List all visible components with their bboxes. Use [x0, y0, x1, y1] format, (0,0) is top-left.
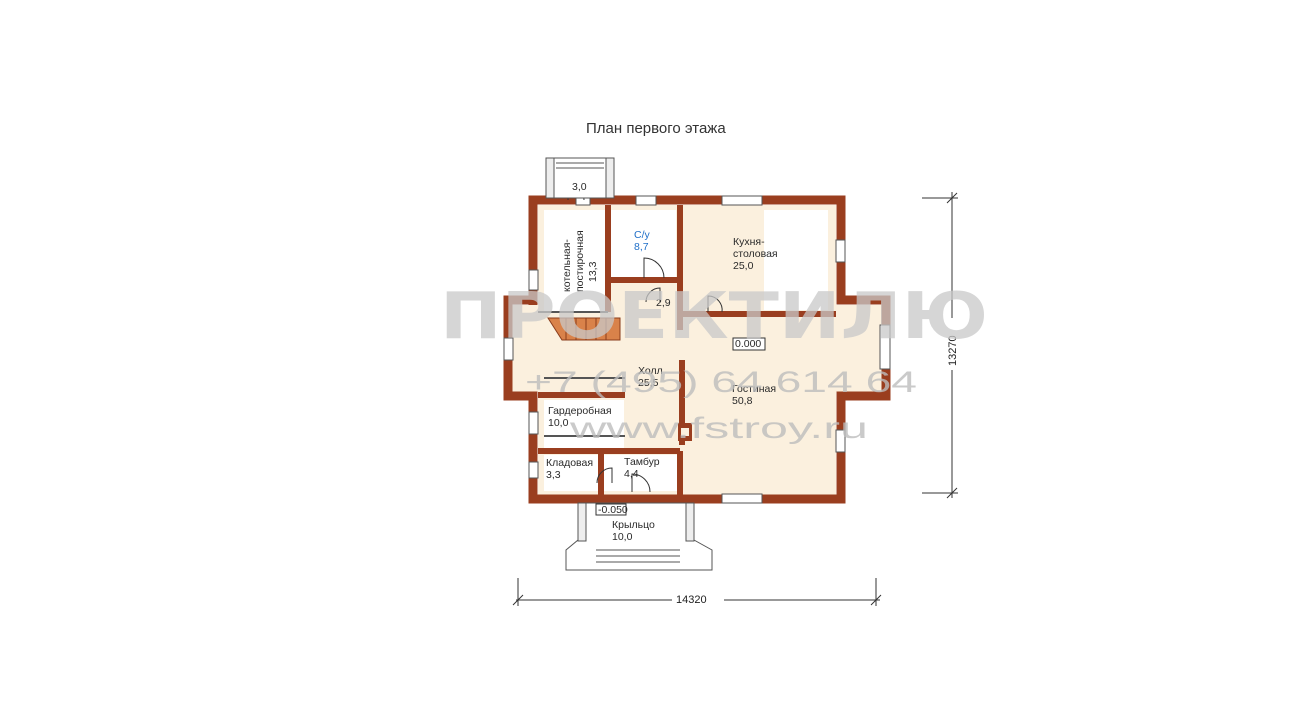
vestibule-area: 4,4	[624, 468, 639, 480]
plan-title: План первого этажа	[586, 120, 726, 137]
kitchen-label-1: Кухня-	[733, 236, 765, 248]
height-dimension: 13270	[947, 335, 959, 366]
room-labels: котельная- постирочная 13,3 С/у 8,7 Кухн…	[546, 181, 778, 543]
window-living-right	[835, 429, 846, 453]
window-wardrobe-left	[528, 411, 539, 435]
width-dimension: 14320	[676, 594, 707, 606]
hall-label: Холл	[638, 365, 663, 377]
vestibule-floor	[602, 455, 678, 491]
boiler-label-1: котельная-	[561, 239, 573, 292]
porch-label: Крыльцо	[612, 519, 655, 531]
window-living-bottom	[721, 493, 763, 504]
boiler-area: 13,3	[587, 261, 599, 282]
bath-floor	[610, 210, 676, 280]
storage-floor	[544, 455, 600, 491]
porch-area: 10,0	[612, 531, 633, 543]
level-box-porch	[595, 503, 627, 516]
window-bath	[635, 195, 657, 206]
kitchen-white	[764, 210, 828, 310]
wardrobe-label: Гардеробная	[548, 405, 612, 417]
floor-fills	[512, 205, 882, 495]
bath-area: 8,7	[634, 241, 649, 253]
living-area: 50,8	[732, 395, 753, 407]
window-kitchen-top	[721, 195, 763, 206]
boiler-label-2: постирочная	[574, 230, 586, 292]
living-label: Гостиная	[732, 383, 776, 395]
level-main-text: 0.000	[735, 338, 761, 350]
back-porch-area: 3,0	[572, 181, 587, 193]
hall-area: 25,5	[638, 377, 659, 389]
watermark-phone: +7 (495) 64 614 64	[525, 366, 917, 399]
window-bay-right	[879, 324, 891, 370]
storage-label: Кладовая	[546, 457, 593, 469]
windows	[503, 195, 891, 504]
fireplace	[678, 423, 692, 441]
corridor-area: 2,9	[656, 297, 671, 309]
outer-walls	[503, 195, 891, 504]
wardrobe-area: 10,0	[548, 417, 569, 429]
window-hall-left	[503, 337, 514, 361]
thin-walls	[538, 311, 625, 437]
level-box-main	[732, 337, 766, 351]
staircase	[547, 317, 621, 341]
kitchen-label-2: столовая	[733, 248, 778, 260]
bath-label: С/у	[634, 229, 651, 241]
watermark-logo: ПРОЕКТИЛЮ	[440, 280, 988, 354]
level-porch-text: -0.050	[598, 504, 628, 516]
back-porch	[545, 157, 615, 199]
vestibule-label: Тамбур	[624, 456, 660, 468]
window-storage-left	[528, 461, 539, 479]
front-porch	[565, 502, 713, 571]
watermark-site: www.fstroy.ru	[568, 412, 868, 445]
storage-area: 3,3	[546, 469, 561, 481]
kitchen-area: 25,0	[733, 260, 754, 272]
boiler-floor	[544, 210, 606, 312]
window-boiler-left	[528, 269, 539, 291]
watermark: ПРОЕКТИЛЮ +7 (495) 64 614 64 www.fstroy.…	[440, 280, 988, 445]
window-kitchen-right	[835, 239, 846, 263]
wardrobe-floor	[544, 400, 624, 450]
